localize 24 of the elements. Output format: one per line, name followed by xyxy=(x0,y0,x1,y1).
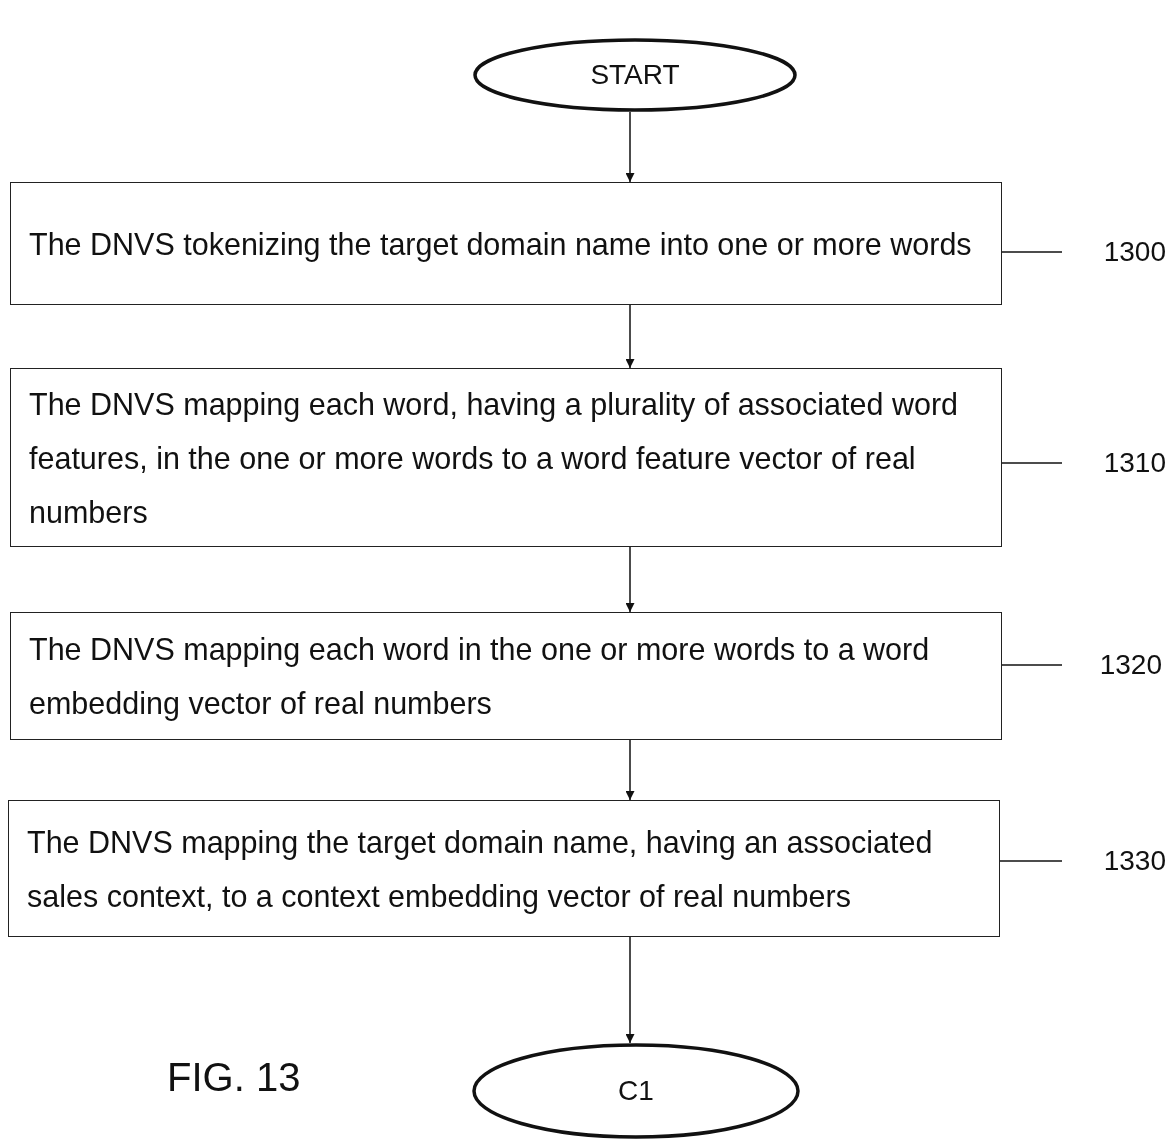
leader-line xyxy=(999,860,1063,862)
step-text: The DNVS mapping each word in the one or more words to a word embedding vector of real numbers xyxy=(29,631,931,723)
terminal-label: START xyxy=(590,59,680,91)
figure-label: FIG. 13 xyxy=(167,1055,301,1100)
leader-line xyxy=(1001,251,1063,253)
process-box xyxy=(10,182,1002,305)
leader-line xyxy=(1001,664,1063,666)
process-box xyxy=(10,368,1002,547)
reference-number: 1300 xyxy=(1103,236,1166,268)
reference-number: 1320 xyxy=(1099,649,1162,681)
process-box xyxy=(10,612,1002,740)
arrow xyxy=(625,546,635,613)
step-text: The DNVS mapping each word, having a plurality of associated word features, in the one or more words to a word feature vector of real numbers xyxy=(29,385,960,531)
arrow xyxy=(625,936,635,1044)
reference-number: 1330 xyxy=(1103,845,1166,877)
reference-number: 1310 xyxy=(1103,447,1166,479)
process-box xyxy=(8,800,1000,937)
arrow xyxy=(625,304,635,369)
step-text: The DNVS tokenizing the target domain name into one or more words xyxy=(29,225,972,264)
arrow xyxy=(625,739,635,801)
leader-line xyxy=(1001,462,1063,464)
step-text: The DNVS mapping the target domain name, having an associated sales context, to a context embedding vector of real numbers xyxy=(27,823,934,916)
arrow xyxy=(625,111,635,183)
terminal-label: C1 xyxy=(618,1075,654,1107)
